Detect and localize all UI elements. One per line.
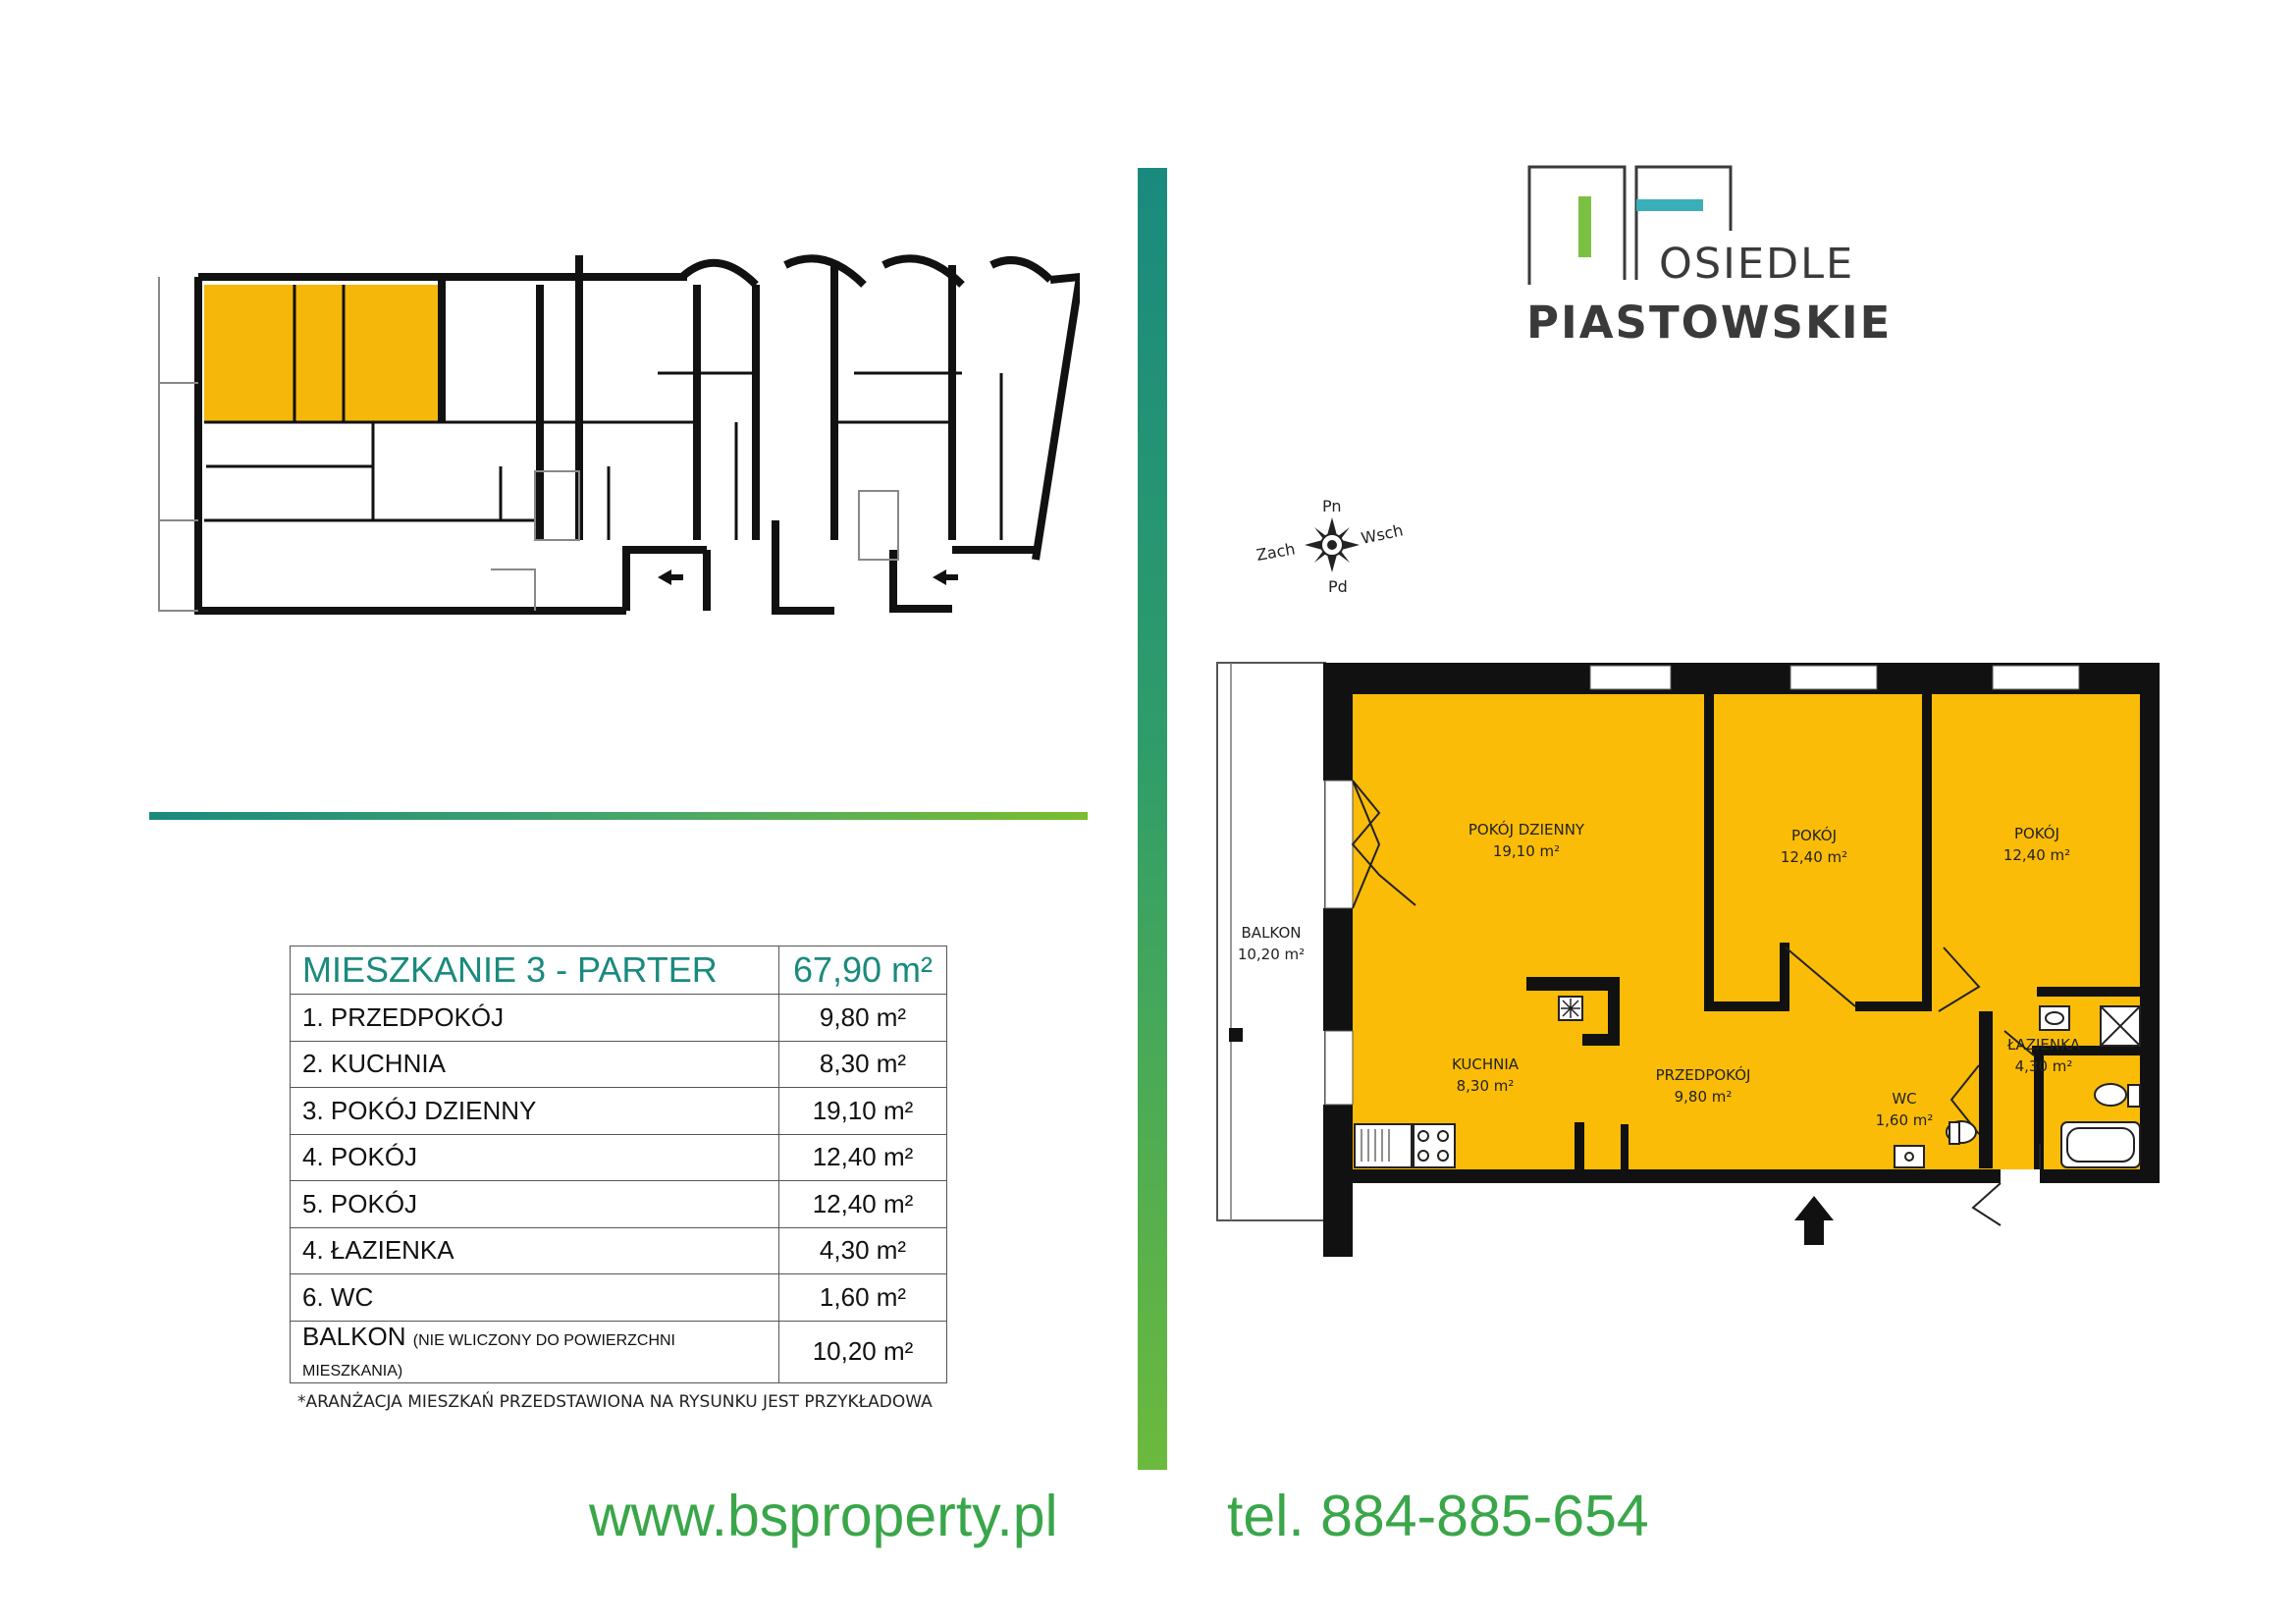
row-value: 12,40 m² — [778, 1133, 947, 1181]
highlighted-apartment — [204, 285, 445, 422]
logo-line2: PIASTOWSKIE — [1526, 297, 1893, 349]
bathroom-fixtures — [1894, 1005, 2141, 1168]
table-row: 1. PRZEDPOKÓJ 9,80 m² — [290, 994, 947, 1042]
balcony-note: (NIE WLICZONY DO POWIERZCHNI MIESZKANIA) — [302, 1331, 675, 1380]
label-living-room: POKÓJ DZIENNY — [1468, 820, 1585, 839]
table-row: 2. KUCHNIA 8,30 m² — [290, 1040, 947, 1088]
row-value: 12,40 m² — [778, 1180, 947, 1228]
row-value: 1,60 m² — [778, 1273, 947, 1322]
label-room-2: POKÓJ — [2014, 824, 2059, 842]
logo-teal-bar — [1636, 199, 1703, 211]
row-label: 1. PRZEDPOKÓJ — [290, 994, 779, 1042]
area-table: MIESZKANIE 3 - PARTER 67,90 m² 1. PRZEDP… — [290, 946, 947, 1383]
entrance-arrow-icon — [1794, 1196, 1834, 1245]
row-value: 9,80 m² — [778, 994, 947, 1042]
area-room-1: 12,40 m² — [1781, 848, 1847, 866]
osiedle-piastowskie-logo — [1527, 165, 1733, 285]
row-value: 19,10 m² — [778, 1087, 947, 1135]
compass-rose: Pn Pd Zach Wsch — [1255, 497, 1405, 596]
website-link[interactable]: www.bsproperty.pl — [589, 1484, 1058, 1548]
compass-south: Pd — [1328, 577, 1348, 596]
balcony-label: BALKON — [302, 1321, 406, 1351]
entrance-arrow-icon — [933, 569, 958, 585]
apartment-floor-plan: POKÓJ DZIENNY 19,10 m² POKÓJ 12,40 m² PO… — [1216, 662, 2160, 1257]
table-row: 3. POKÓJ DZIENNY 19,10 m² — [290, 1087, 947, 1135]
table-title: MIESZKANIE 3 - PARTER — [290, 946, 779, 995]
compass-star-icon — [1305, 517, 1360, 572]
row-value: 10,20 m² — [778, 1320, 947, 1383]
label-wc: WC — [1892, 1090, 1916, 1108]
area-balcony: 10,20 m² — [1238, 946, 1305, 963]
compass-north: Pn — [1322, 497, 1342, 515]
label-room-1: POKÓJ — [1791, 826, 1837, 844]
table-row: 5. POKÓJ 12,40 m² — [290, 1180, 947, 1228]
compass-west: Zach — [1255, 539, 1296, 565]
area-kitchen: 8,30 m² — [1457, 1077, 1515, 1095]
area-bathroom: 4,30 m² — [2015, 1057, 2073, 1075]
table-total: 67,90 m² — [778, 946, 947, 995]
area-living-room: 19,10 m² — [1493, 842, 1560, 860]
table-row: 4. POKÓJ 12,40 m² — [290, 1133, 947, 1181]
area-wc: 1,60 m² — [1876, 1111, 1934, 1129]
table-row-balcony: BALKON (NIE WLICZONY DO POWIERZCHNI MIES… — [290, 1320, 947, 1383]
label-kitchen: KUCHNIA — [1452, 1055, 1520, 1073]
row-value: 4,30 m² — [778, 1226, 947, 1274]
area-hall: 9,80 m² — [1675, 1088, 1733, 1106]
vertical-divider — [1138, 168, 1167, 1470]
row-label: 2. KUCHNIA — [290, 1040, 779, 1088]
entrance-arrow-icon — [658, 569, 683, 585]
area-room-2: 12,40 m² — [2003, 846, 2070, 864]
row-label: 4. ŁAZIENKA — [290, 1226, 779, 1274]
row-label: 4. POKÓJ — [290, 1133, 779, 1181]
row-label: BALKON (NIE WLICZONY DO POWIERZCHNI MIES… — [290, 1320, 779, 1383]
logo-green-bar — [1578, 196, 1591, 257]
apartment-area — [1353, 692, 2152, 1169]
horizontal-divider — [149, 812, 1088, 820]
compass-east: Wsch — [1360, 520, 1405, 548]
footnote: *ARANŻACJA MIESZKAŃ PRZEDSTAWIONA NA RYS… — [297, 1392, 933, 1412]
phone-number[interactable]: tel. 884-885-654 — [1227, 1484, 1649, 1548]
table-row: 6. WC 1,60 m² — [290, 1273, 947, 1322]
label-hall: PRZEDPOKÓJ — [1656, 1065, 1751, 1084]
row-label: 5. POKÓJ — [290, 1180, 779, 1228]
label-bathroom: ŁAZIENKA — [2006, 1036, 2081, 1054]
row-label: 3. POKÓJ DZIENNY — [290, 1087, 779, 1135]
ventilation-icon — [1558, 996, 1583, 1021]
balcony-area — [1216, 662, 1326, 1221]
kitchen-counter — [1354, 1123, 1456, 1168]
row-label: 6. WC — [290, 1273, 779, 1322]
table-row: 4. ŁAZIENKA 4,30 m² — [290, 1226, 947, 1274]
row-value: 8,30 m² — [778, 1040, 947, 1088]
building-floor-plan — [158, 254, 1080, 615]
table-header-row: MIESZKANIE 3 - PARTER 67,90 m² — [290, 946, 947, 995]
label-balcony: BALKON — [1242, 924, 1302, 942]
logo-line1: OSIEDLE — [1659, 240, 1855, 289]
